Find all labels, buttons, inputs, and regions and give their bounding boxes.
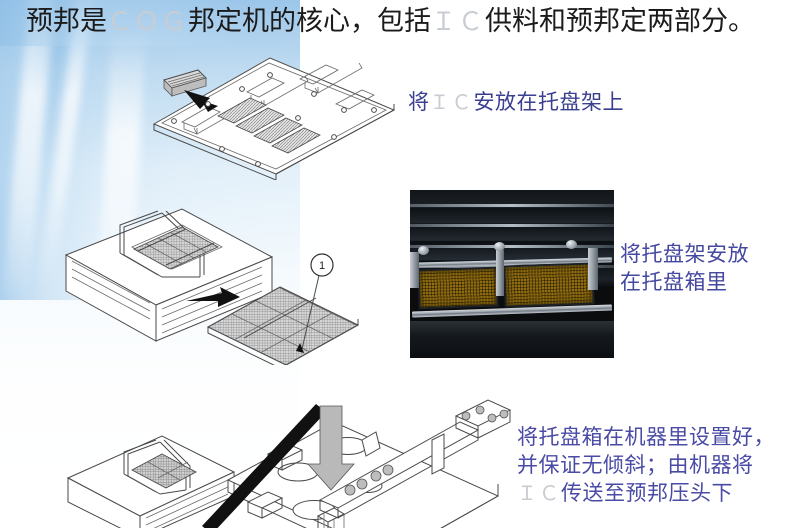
photo-post-center [496, 250, 504, 296]
background-top-fade [0, 0, 800, 46]
tray-plate-screws [171, 72, 377, 167]
photo-tray-box-interior [410, 190, 614, 358]
photo-post-left [410, 252, 419, 288]
ic-strips-on-plate [217, 97, 321, 154]
caption-3-line-2: ＩＣ传送至预邦压头下 [517, 481, 733, 505]
detached-tray-rack [206, 286, 360, 365]
caption-set-tray-box-in-machine: 将托盘箱在机器里设置好， 并保证无倾斜；由机器将 ＩＣ传送至预邦压头下 [517, 423, 775, 508]
diagram-tray-box-into-machine [66, 399, 512, 528]
callout-marker-1: 1 [296, 253, 334, 353]
photo-lower-machine-area [410, 321, 614, 358]
insertion-arrow [186, 287, 240, 307]
photo-shelf-edge-1 [410, 204, 614, 207]
press-down-arrow [307, 405, 355, 491]
photo-shelf-edge-2 [410, 224, 614, 227]
diagram-tray-plate-with-ic-strips [152, 57, 396, 180]
photo-knob-3 [566, 240, 577, 249]
tray-plate-slots [181, 62, 375, 135]
photo-knob-1 [418, 246, 429, 255]
title-run-0: 预邦是 [26, 6, 107, 36]
seated-tray-mesh [133, 226, 219, 270]
title-run-2: 邦定机的核心，包括 [188, 6, 432, 36]
caption-1-line-0: 将ＩＣ安放在托盘架上 [408, 90, 624, 114]
caption-2-line-1: 在托盘箱里 [620, 270, 728, 294]
caption-2-line-0: 将托盘架安放 [620, 242, 749, 266]
transfer-rail-bar [202, 404, 326, 528]
diagram-tray-box-and-rack: 1 [64, 208, 360, 365]
latin-run: ＩＣ [517, 483, 561, 505]
title-run-3: ＩＣ [431, 8, 486, 36]
slide-title: 预邦是ＣＯＧ邦定机的核心，包括ＩＣ供料和预邦定两部分。 [26, 4, 786, 39]
tray-box-body-bottom [66, 435, 236, 528]
ic-magazine-block [163, 69, 207, 97]
photo-shelf-edge-3 [410, 245, 614, 248]
caption-place-rack-in-tray-box: 将托盘架安放在托盘箱里 [620, 240, 749, 296]
caption-place-ic-on-tray-rack: 将ＩＣ安放在托盘架上 [408, 88, 624, 117]
callout-marker-1-label: 1 [319, 260, 325, 272]
caption-3-line-1: 并保证无倾斜；由机器将 [517, 453, 754, 477]
title-run-4: 供料和预邦定两部分。 [485, 6, 756, 36]
caption-3-line-0: 将托盘箱在机器里设置好， [517, 425, 775, 449]
photo-knob-2 [494, 242, 505, 251]
placement-arrow [184, 90, 218, 112]
photo-gold-tray-left [417, 266, 499, 310]
title-run-1: ＣＯＧ [107, 8, 189, 36]
gantry-beam [318, 399, 512, 519]
photo-post-right [588, 248, 598, 290]
photo-gold-tray-right [503, 262, 595, 308]
latin-run: ＩＣ [429, 92, 474, 114]
